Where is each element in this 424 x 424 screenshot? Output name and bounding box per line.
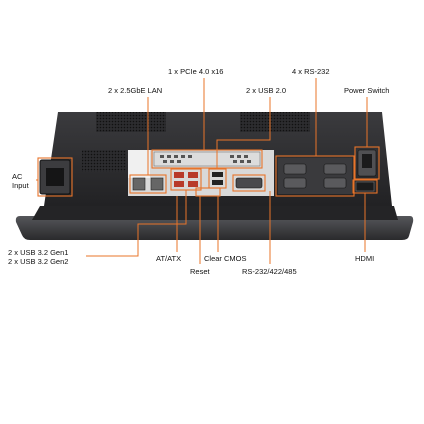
callout-box-rs232 bbox=[275, 155, 355, 197]
rs485-port bbox=[235, 177, 263, 189]
callout-box-pcie bbox=[151, 149, 263, 169]
label-ac-input: AC Input bbox=[12, 172, 29, 190]
callout-box-rs485 bbox=[232, 174, 266, 192]
chassis-lower-lip bbox=[32, 206, 398, 220]
label-pcie: 1 x PCIe 4.0 x16 bbox=[168, 67, 224, 76]
label-rs232-422-485: RS-232/422/485 bbox=[242, 267, 297, 276]
label-usb32-line2: 2 x USB 3.2 Gen2 bbox=[8, 257, 69, 266]
callout-box-buttons bbox=[195, 187, 221, 197]
label-atatx: AT/ATX bbox=[156, 254, 182, 263]
vent-grille-left bbox=[96, 112, 166, 132]
lan-port-1 bbox=[132, 177, 146, 191]
label-clear-cmos: Clear CMOS bbox=[204, 254, 247, 263]
label-ac-line2: Input bbox=[12, 181, 29, 190]
leader-usb20 bbox=[216, 97, 271, 169]
pcie-bracket-holes bbox=[160, 155, 251, 163]
callout-box-ac bbox=[37, 157, 73, 197]
lan-port-2 bbox=[150, 177, 164, 191]
usb20-port-2 bbox=[212, 180, 223, 185]
power-switch-rocker bbox=[362, 154, 372, 168]
usb32-port-2 bbox=[174, 181, 184, 187]
rs232-port-1 bbox=[283, 163, 307, 175]
label-hdmi: HDMI bbox=[355, 254, 375, 263]
rs232-port-2 bbox=[323, 163, 347, 175]
rs232-port-4 bbox=[323, 177, 347, 189]
usb32-port-3 bbox=[188, 172, 198, 178]
label-usb32: 2 x USB 3.2 Gen1 2 x USB 3.2 Gen2 bbox=[8, 248, 68, 266]
rs232-plate bbox=[278, 158, 352, 194]
io-plate-label-area bbox=[128, 150, 150, 178]
label-usb32-line1: 2 x USB 3.2 Gen1 bbox=[8, 248, 69, 257]
label-rs232: 4 x RS-232 bbox=[292, 67, 330, 76]
label-power-switch: Power Switch bbox=[344, 86, 390, 95]
front-bezel bbox=[15, 216, 414, 240]
usb32-port-1 bbox=[174, 172, 184, 178]
hdmi-port bbox=[355, 181, 375, 192]
label-usb20: 2 x USB 2.0 bbox=[246, 86, 287, 95]
vent-grille-side bbox=[82, 150, 126, 172]
ac-socket bbox=[46, 168, 64, 186]
label-reset: Reset bbox=[190, 267, 210, 276]
usb32-port-4 bbox=[188, 181, 198, 187]
leader-lines bbox=[36, 78, 368, 264]
usb20-port-1 bbox=[212, 172, 223, 177]
label-ac-line1: AC bbox=[12, 172, 23, 181]
label-lan: 2 x 2.5GbE LAN bbox=[108, 86, 163, 95]
vent-grille-right bbox=[240, 112, 310, 132]
rs232-port-3 bbox=[283, 177, 307, 189]
leader-usb32 bbox=[86, 190, 187, 257]
pcie-bracket bbox=[153, 151, 261, 167]
